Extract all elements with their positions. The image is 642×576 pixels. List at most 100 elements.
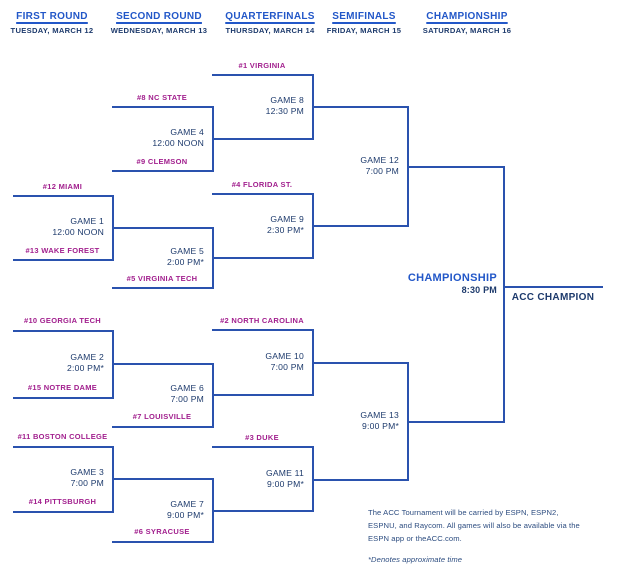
game-9-label: GAME 9 2:30 PM*	[214, 214, 304, 236]
game-1-name: GAME 1	[70, 216, 104, 226]
game-13-name: GAME 13	[360, 410, 399, 420]
game-11-time: 9:00 PM*	[267, 479, 304, 489]
line-nc-state	[112, 106, 212, 108]
team-label-virginia: #1 VIRGINIA	[238, 61, 286, 70]
approximate-time-footnote: *Denotes approximate time	[368, 555, 463, 564]
connector-game-8	[312, 74, 314, 140]
line-florida-st	[212, 193, 312, 195]
line-champion	[503, 286, 603, 288]
line-boston-college	[13, 446, 112, 448]
game-8-time: 12:30 PM	[265, 106, 304, 116]
game-10-label: GAME 10 7:00 PM	[214, 351, 304, 373]
game-12-label: GAME 12 7:00 PM	[309, 155, 399, 177]
team-label-boston-college: #11 BOSTON COLLEGE	[17, 432, 108, 441]
line-game-11-winner	[312, 479, 407, 481]
game-4-name: GAME 4	[170, 127, 204, 137]
column-header-second-round: SECOND ROUND WEDNESDAY, MARCH 13	[104, 11, 214, 35]
game-9-time: 2:30 PM*	[267, 225, 304, 235]
line-virginia-tech	[112, 287, 212, 289]
connector-game-2	[112, 330, 114, 399]
team-label-duke: #3 DUKE	[245, 433, 279, 442]
game-11-label: GAME 11 9:00 PM*	[214, 468, 304, 490]
connector-game-7	[212, 478, 214, 543]
column-title-quarterfinals: QUARTERFINALS	[225, 11, 315, 22]
game-6-label: GAME 6 7:00 PM	[114, 383, 204, 405]
line-game-6-winner	[212, 394, 312, 396]
line-game-5-winner	[212, 257, 312, 259]
line-miami	[13, 195, 112, 197]
game-12-time: 7:00 PM	[365, 166, 399, 176]
connector-game-6	[212, 363, 214, 428]
line-game-10-winner	[312, 362, 407, 364]
column-date-first-round: TUESDAY, MARCH 12	[10, 26, 94, 35]
line-game-7-winner	[212, 510, 312, 512]
game-5-name: GAME 5	[170, 246, 204, 256]
game-2-time: 2:00 PM*	[67, 363, 104, 373]
game-1-label: GAME 1 12:00 NOON	[14, 216, 104, 238]
team-label-virginia-tech: #5 VIRGINIA TECH	[126, 274, 198, 283]
game-4-label: GAME 4 12:00 NOON	[114, 127, 204, 149]
column-header-semifinals: SEMIFINALS FRIDAY, MARCH 15	[309, 11, 419, 35]
line-north-carolina	[212, 329, 312, 331]
column-header-championship: CHAMPIONSHIP SATURDAY, MARCH 16	[412, 11, 522, 35]
connector-game-9	[312, 193, 314, 259]
column-title-first-round: FIRST ROUND	[16, 11, 88, 22]
team-label-syracuse: #6 SYRACUSE	[134, 527, 190, 536]
line-game-4-winner	[212, 138, 312, 140]
game-9-name: GAME 9	[270, 214, 304, 224]
column-header-quarterfinals: QUARTERFINALS THURSDAY, MARCH 14	[215, 11, 325, 35]
game-2-label: GAME 2 2:00 PM*	[14, 352, 104, 374]
column-title-second-round: SECOND ROUND	[116, 11, 202, 22]
line-pittsburgh	[13, 511, 112, 513]
column-header-first-round: FIRST ROUND TUESDAY, MARCH 12	[0, 11, 104, 35]
game-13-label: GAME 13 9:00 PM*	[309, 410, 399, 432]
game-8-name: GAME 8	[270, 95, 304, 105]
line-syracuse	[112, 541, 212, 543]
line-game-2-winner	[112, 363, 212, 365]
game-5-label: GAME 5 2:00 PM*	[114, 246, 204, 268]
line-duke	[212, 446, 312, 448]
game-6-time: 7:00 PM	[170, 394, 204, 404]
game-3-time: 7:00 PM	[70, 478, 104, 488]
line-georgia-tech	[13, 330, 112, 332]
connector-game-3	[112, 446, 114, 513]
team-label-wake-forest: #13 WAKE FOREST	[25, 246, 100, 255]
connector-game-13	[407, 362, 409, 481]
connector-game-10	[312, 329, 314, 396]
team-label-pittsburgh: #14 PITTSBURGH	[28, 497, 97, 506]
column-date-second-round: WEDNESDAY, MARCH 13	[110, 26, 208, 35]
team-label-north-carolina: #2 NORTH CAROLINA	[220, 316, 304, 325]
connector-championship	[503, 166, 505, 423]
championship-title: CHAMPIONSHIP	[407, 272, 497, 284]
game-13-time: 9:00 PM*	[362, 421, 399, 431]
game-10-time: 7:00 PM	[270, 362, 304, 372]
game-6-name: GAME 6	[170, 383, 204, 393]
game-3-name: GAME 3	[70, 467, 104, 477]
broadcast-note-text: The ACC Tournament will be carried by ES…	[368, 508, 580, 543]
column-title-semifinals: SEMIFINALS	[332, 11, 396, 22]
broadcast-note: The ACC Tournament will be carried by ES…	[368, 506, 584, 545]
team-label-louisville: #7 LOUISVILLE	[132, 412, 192, 421]
game-12-name: GAME 12	[360, 155, 399, 165]
line-notre-dame	[13, 397, 112, 399]
line-game-12-winner	[407, 166, 503, 168]
line-wake-forest	[13, 259, 112, 261]
team-label-georgia-tech: #10 GEORGIA TECH	[23, 316, 102, 325]
game-11-name: GAME 11	[265, 468, 304, 478]
line-virginia	[212, 74, 312, 76]
connector-game-4	[212, 106, 214, 172]
connector-game-12	[407, 106, 409, 227]
line-game-13-winner	[407, 421, 503, 423]
line-game-9-winner	[312, 225, 407, 227]
game-7-name: GAME 7	[170, 499, 204, 509]
acc-champion-label: ACC CHAMPION	[511, 292, 595, 303]
connector-game-1	[112, 195, 114, 261]
team-label-notre-dame: #15 NOTRE DAME	[27, 383, 98, 392]
line-clemson	[112, 170, 212, 172]
line-louisville	[112, 426, 212, 428]
game-2-name: GAME 2	[70, 352, 104, 362]
game-10-name: GAME 10	[265, 351, 304, 361]
game-7-label: GAME 7 9:00 PM*	[114, 499, 204, 521]
game-5-time: 2:00 PM*	[167, 257, 204, 267]
